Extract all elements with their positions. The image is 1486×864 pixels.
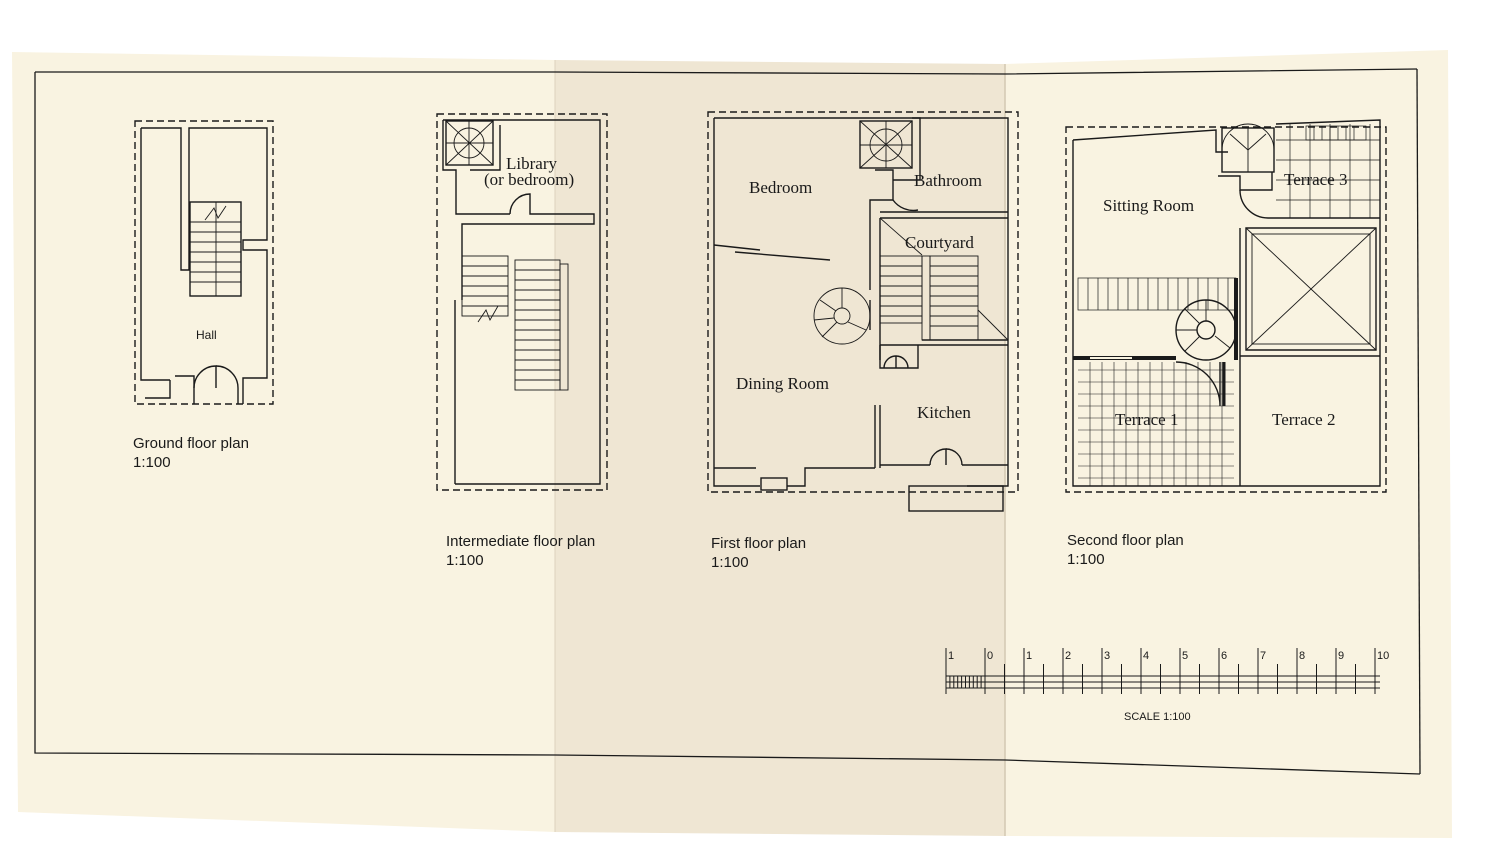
intermediate-floor-plan (436, 113, 608, 491)
intermediate-floor-scale: 1:100 (446, 552, 484, 569)
second-floor-scale: 1:100 (1067, 551, 1105, 568)
room-label-terrace-3: Terrace 3 (1284, 170, 1347, 189)
scale-bar-label: 3 (1104, 650, 1110, 662)
scale-bar-label: 5 (1182, 650, 1188, 662)
room-label-bedroom: Bedroom (749, 178, 812, 197)
scale-bar-subticks (949, 664, 1356, 694)
second-floor-plan (1065, 119, 1387, 493)
first-floor-scale: 1:100 (711, 554, 749, 571)
ground-floor-plan (134, 120, 274, 405)
scale-bar-label: 7 (1260, 650, 1266, 662)
intermediate-floor-title: Intermediate floor plan (446, 533, 595, 550)
scale-bar-label: 1 (1026, 650, 1032, 662)
room-label-dining-room: Dining Room (736, 374, 829, 393)
scale-bar-label: 0 (987, 650, 993, 662)
room-label-bathroom: Bathroom (914, 171, 982, 190)
scale-bar-label: 9 (1338, 650, 1344, 662)
scale-bar-label: 10 (1377, 650, 1389, 662)
first-floor-plan (707, 111, 1019, 512)
room-label-terrace-2: Terrace 2 (1272, 410, 1335, 429)
scale-bar-label: 4 (1143, 650, 1149, 662)
paper-left-panel (12, 52, 555, 832)
room-label-sitting-room: Sitting Room (1103, 196, 1194, 215)
folded-paper (12, 50, 1452, 838)
room-label-courtyard: Courtyard (905, 233, 974, 252)
room-label-hall: Hall (196, 328, 217, 342)
scale-bar-label: 8 (1299, 650, 1305, 662)
room-label-kitchen: Kitchen (917, 403, 971, 422)
scale-bar-label: 1 (948, 650, 954, 662)
room-label-library-alt: (or bedroom) (484, 170, 574, 189)
sheet-border (34, 68, 1421, 775)
ground-floor-title: Ground floor plan (133, 435, 249, 452)
paper-middle-panel (555, 60, 1005, 836)
paper-right-panel (1005, 50, 1452, 838)
scale-bar-caption: SCALE 1:100 (1124, 711, 1191, 723)
room-label-library: Library (506, 154, 557, 173)
room-label-terrace-1: Terrace 1 (1115, 410, 1178, 429)
first-floor-title: First floor plan (711, 535, 806, 552)
scale-bar-label: 6 (1221, 650, 1227, 662)
scale-bar-label: 2 (1065, 650, 1071, 662)
second-floor-title: Second floor plan (1067, 532, 1184, 549)
ground-floor-scale: 1:100 (133, 454, 171, 471)
